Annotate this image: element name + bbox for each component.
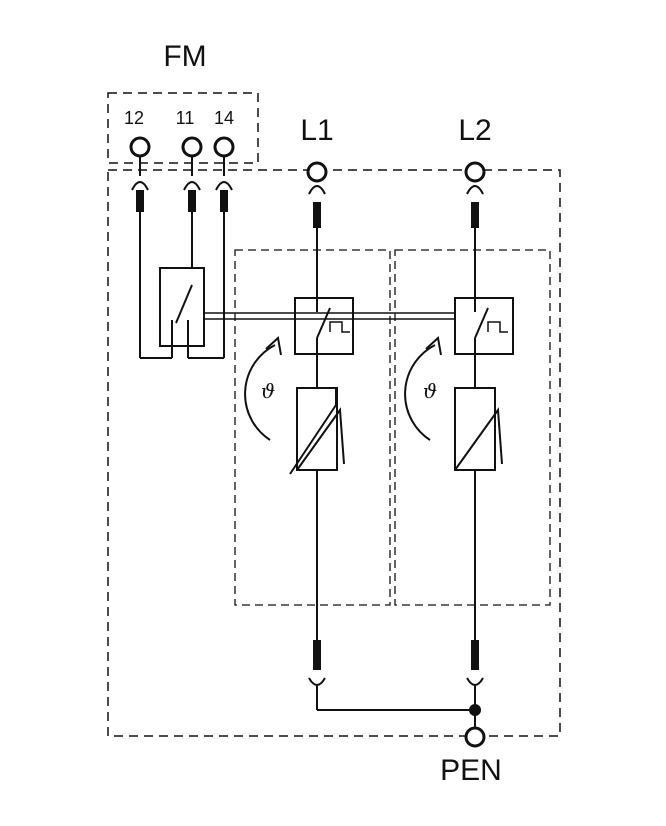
plug-socket-icon: [308, 185, 326, 195]
fm-pin-label-11: 11: [176, 108, 195, 128]
connector-icon: [313, 202, 321, 228]
varistor-l1: [296, 387, 338, 471]
phase-label-l1: L1: [300, 114, 333, 147]
fm-title: FM: [163, 40, 206, 73]
fm-switch-icon: [175, 284, 193, 324]
thermal-arrow-icon: [244, 344, 276, 441]
thermal-disconnector-l1: [294, 297, 354, 355]
phase-module-l2: [394, 249, 551, 606]
phase-path-l2: ϑ: [404, 161, 514, 728]
varistor-curve-icon: [454, 407, 503, 471]
plug-socket-icon: [466, 185, 484, 195]
plug-socket-icon: [183, 181, 201, 191]
disconnect-switch-icon: [316, 307, 331, 339]
varistor-l2: [454, 387, 496, 471]
plug-socket-icon: [131, 181, 149, 191]
plug-socket-icon: [215, 181, 233, 191]
fm-contact-block: [107, 92, 259, 164]
mechanical-linkage: [204, 312, 455, 320]
disconnect-switch-icon: [474, 307, 489, 339]
connector-icon: [471, 202, 479, 228]
fm-wiring: [139, 212, 225, 359]
plug-socket-icon: [466, 677, 484, 686]
connector-icon: [136, 190, 144, 212]
connector-icon: [220, 190, 228, 212]
pen-label: PEN: [440, 754, 502, 787]
phase-path-l1: ϑ: [244, 161, 354, 710]
connector-icon: [313, 640, 321, 670]
fm-pin-label-14: 14: [214, 108, 234, 128]
connector-icon: [471, 640, 479, 670]
phase-module-l1: [234, 249, 391, 606]
thermal-arrow-icon: [404, 344, 436, 441]
pen-connection: [317, 704, 486, 748]
terminal-l1-icon: [306, 161, 328, 183]
theta-label-l2: ϑ: [423, 379, 437, 403]
terminal-12-icon: [129, 136, 151, 158]
terminal-11-icon: [181, 136, 203, 158]
pulse-icon: [487, 321, 508, 333]
varistor-curve-icon: [296, 407, 345, 471]
device-enclosure: [107, 169, 561, 737]
plug-socket-icon: [308, 677, 326, 686]
terminal-l2-icon: [464, 161, 486, 183]
terminal-14-icon: [213, 136, 235, 158]
fm-terminals: [129, 136, 235, 212]
phase-label-l2: L2: [458, 114, 491, 147]
connector-icon: [188, 190, 196, 212]
fm-pin-label-12: 12: [124, 108, 144, 128]
pulse-icon: [329, 321, 350, 333]
terminal-pen-icon: [464, 726, 486, 748]
theta-label-l1: ϑ: [261, 379, 275, 403]
thermal-disconnector-l2: [454, 297, 514, 355]
fm-relay-box: [159, 267, 205, 347]
